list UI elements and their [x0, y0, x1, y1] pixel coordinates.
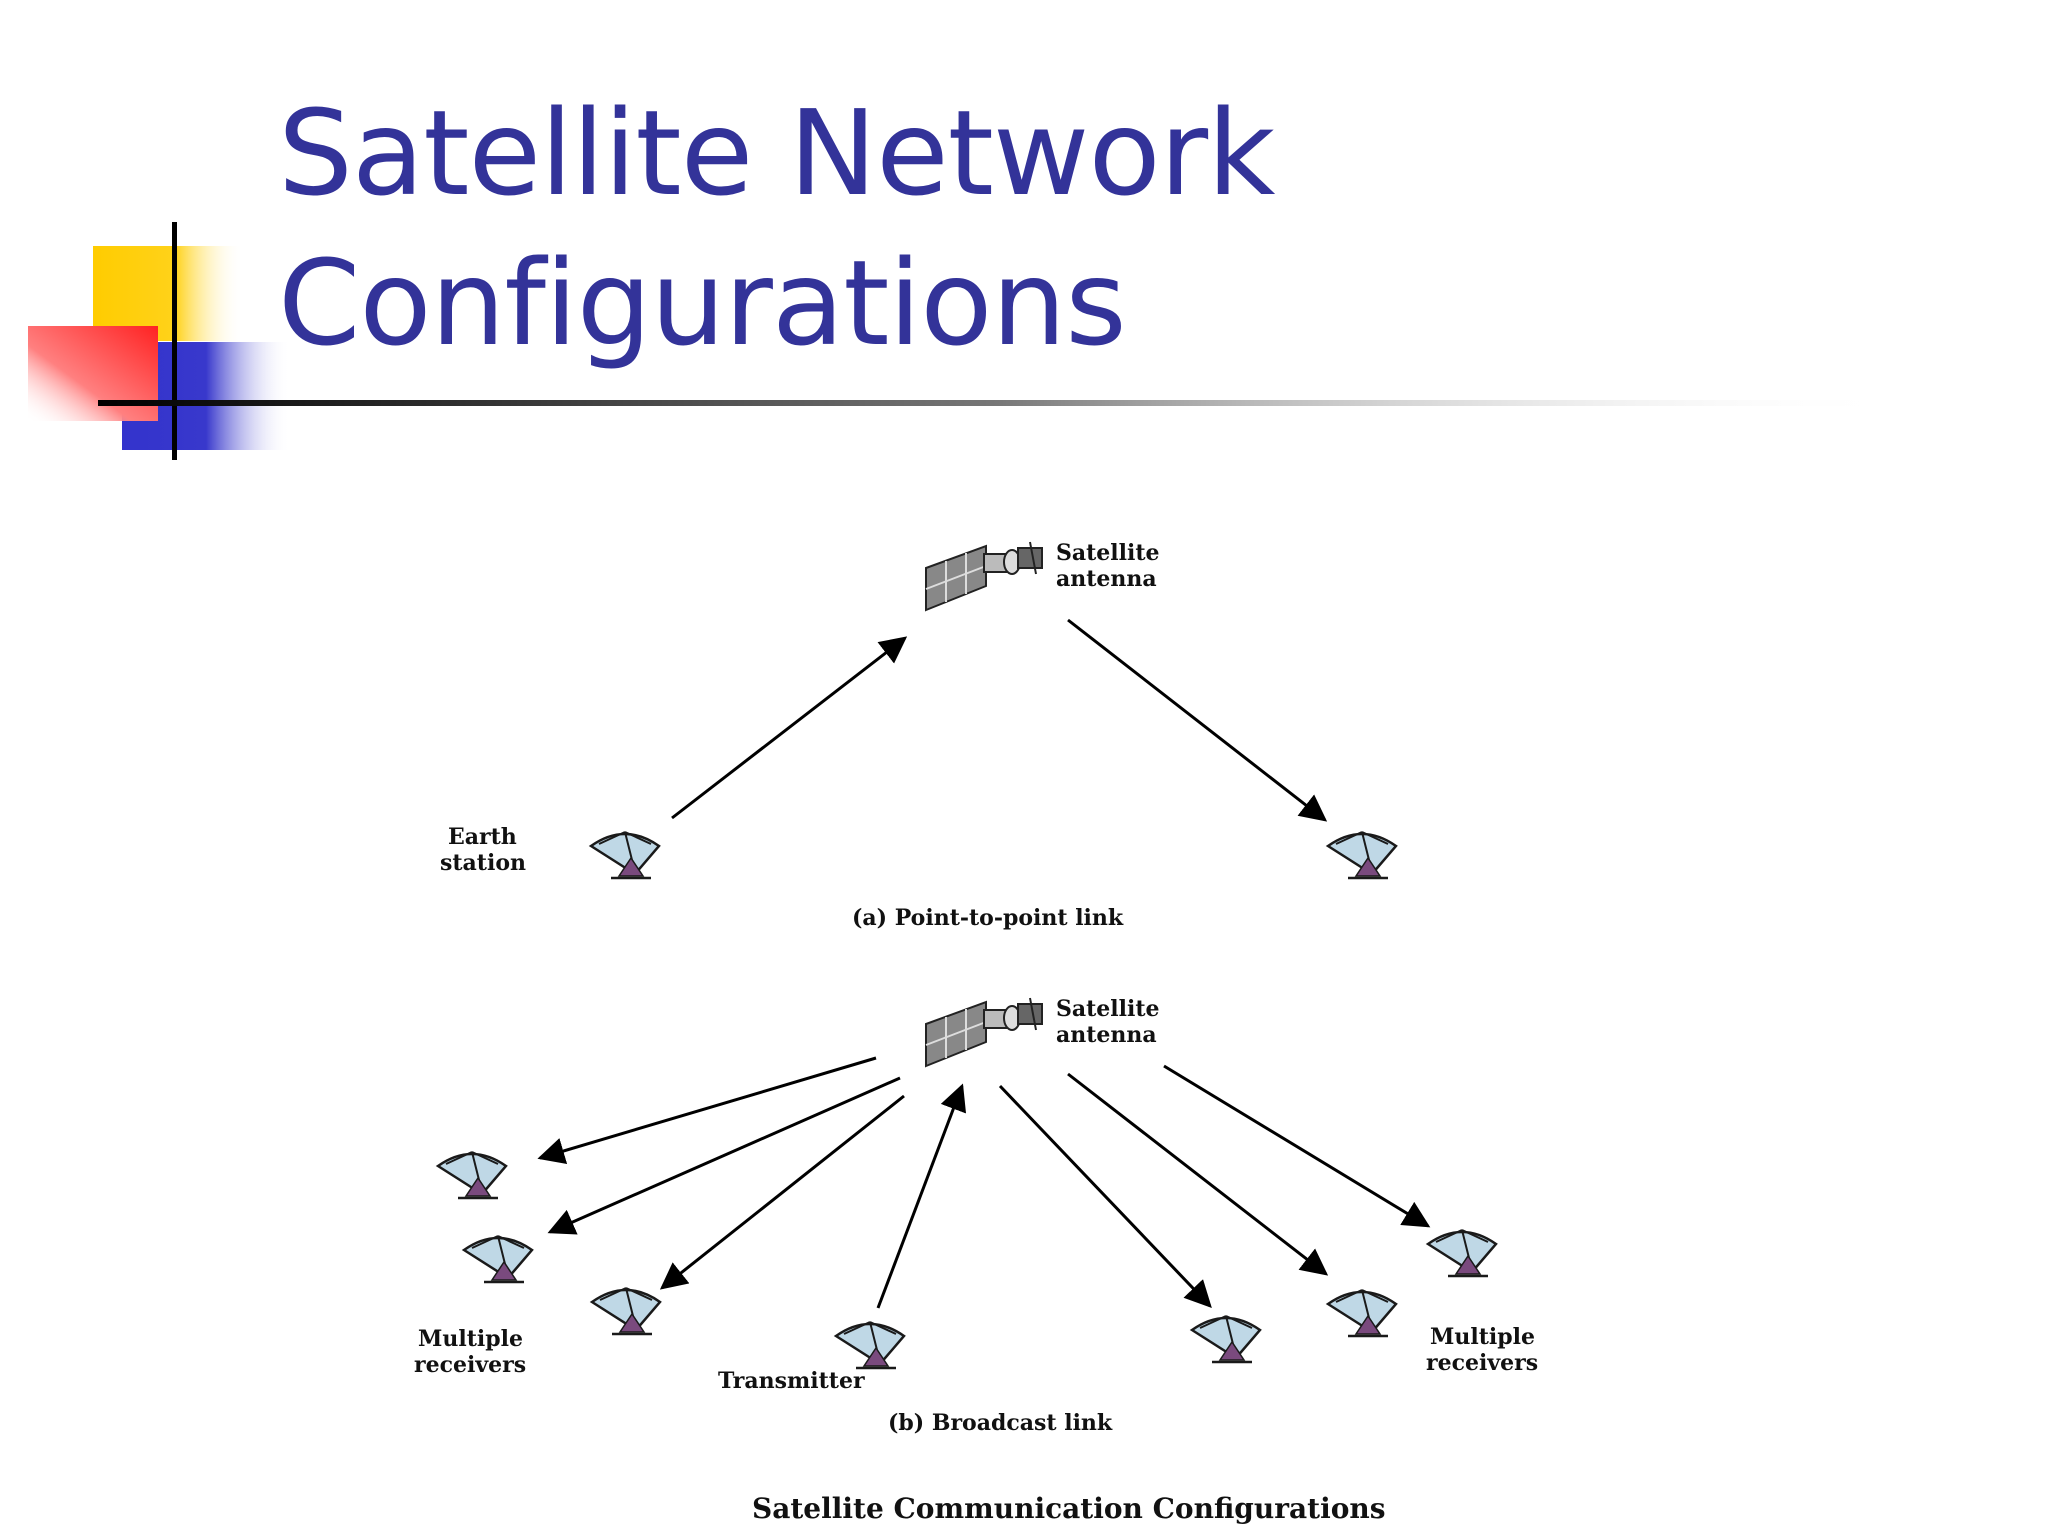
broadcast-arrow — [1163, 1064, 1431, 1228]
satellite-label-line-1: Satellite — [1056, 540, 1160, 566]
broadcast-arrow — [659, 1094, 905, 1290]
receiver-dish-icon — [436, 1150, 508, 1200]
satellite-label-line-2: antenna — [1056, 1022, 1157, 1048]
point-to-point-panel: Satellite antenna Earth station (a) Poin… — [440, 540, 1398, 931]
uplink-arrow — [671, 636, 908, 820]
broadcast-arrow — [998, 1084, 1212, 1308]
transmitter-dish-icon — [834, 1320, 906, 1370]
receiver-dish-icon — [462, 1234, 534, 1284]
receiver-dish-icon — [1326, 1288, 1398, 1338]
downlink-arrow — [1067, 618, 1328, 822]
slide-title-line-2: Configurations — [278, 234, 1127, 372]
earth-station-dish-icon — [589, 830, 661, 880]
deco-vertical-line — [172, 222, 177, 460]
satellite-icon — [925, 541, 1043, 611]
figure-caption: Satellite Communication Configurations — [752, 1492, 1386, 1525]
uplink-arrow — [876, 1083, 967, 1309]
right-receivers-label-line-1: Multiple — [1430, 1324, 1535, 1350]
satellite-icon — [925, 997, 1043, 1067]
broadcast-arrow — [1067, 1072, 1329, 1276]
receiver-dish-icon — [590, 1286, 662, 1336]
receiver-dish-icon — [1190, 1314, 1262, 1364]
receiver-dish-icon — [1326, 830, 1398, 880]
right-receivers-label-line-2: receivers — [1426, 1350, 1538, 1376]
earth-station-label-line-2: station — [440, 850, 526, 876]
slide-title-line-1: Satellite Network — [278, 84, 1275, 222]
broadcast-arrow — [537, 1056, 877, 1165]
satellite-label-line-1: Satellite — [1056, 996, 1160, 1022]
deco-yellow-square — [93, 246, 243, 341]
transmitter-label: Transmitter — [718, 1368, 865, 1394]
left-receivers-label-line-1: Multiple — [418, 1326, 523, 1352]
point-to-point-caption: (a) Point-to-point link — [852, 905, 1124, 931]
broadcast-caption: (b) Broadcast link — [888, 1410, 1113, 1436]
earth-station-label-line-1: Earth — [448, 824, 517, 850]
title-divider — [98, 400, 1898, 406]
left-receivers-label-line-2: receivers — [414, 1352, 526, 1378]
corner-decoration — [28, 222, 290, 460]
slide-title: Satellite Network Configurations — [278, 78, 1275, 378]
broadcast-panel: Satellite antenna Multiple receivers Tra… — [414, 996, 1538, 1436]
broadcast-arrow — [547, 1076, 901, 1235]
satellite-label-line-2: antenna — [1056, 566, 1157, 592]
receiver-dish-icon — [1426, 1228, 1498, 1278]
